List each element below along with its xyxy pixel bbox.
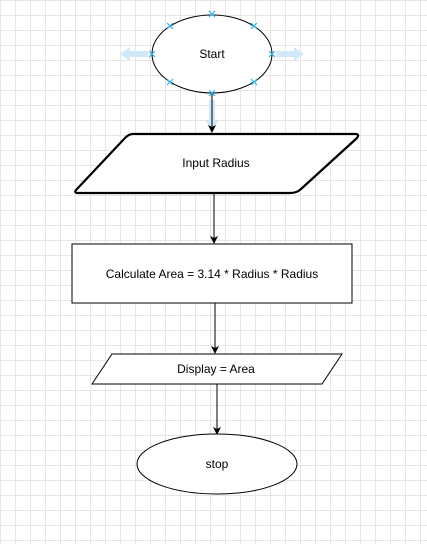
handle-bottomleft-icon[interactable] xyxy=(166,78,174,86)
node-stop[interactable]: stop xyxy=(136,433,298,495)
node-calc[interactable]: Calculate Area = 3.14 * Radius * Radius xyxy=(71,243,353,304)
handle-bottom-icon[interactable] xyxy=(208,89,216,97)
node-display-label: Display = Area xyxy=(177,362,255,376)
node-input-label: Input Radius xyxy=(182,156,249,170)
node-stop-label: stop xyxy=(206,457,229,471)
handle-top-icon[interactable] xyxy=(208,10,216,18)
handle-right-icon[interactable] xyxy=(268,50,276,58)
connect-arrow-right-icon[interactable] xyxy=(276,47,304,61)
handle-topleft-icon[interactable] xyxy=(166,22,174,30)
node-start-label: Start xyxy=(199,47,225,61)
edges xyxy=(208,92,221,435)
node-calc-label: Calculate Area = 3.14 * Radius * Radius xyxy=(106,267,318,281)
handle-topright-icon[interactable] xyxy=(250,22,258,30)
connect-arrow-left-icon[interactable] xyxy=(120,47,148,61)
node-display[interactable]: Display = Area xyxy=(91,353,343,385)
handle-bottomright-icon[interactable] xyxy=(250,78,258,86)
node-input[interactable]: Input Radius xyxy=(74,132,360,195)
handle-left-icon[interactable] xyxy=(148,50,156,58)
selection-handles xyxy=(148,10,276,97)
